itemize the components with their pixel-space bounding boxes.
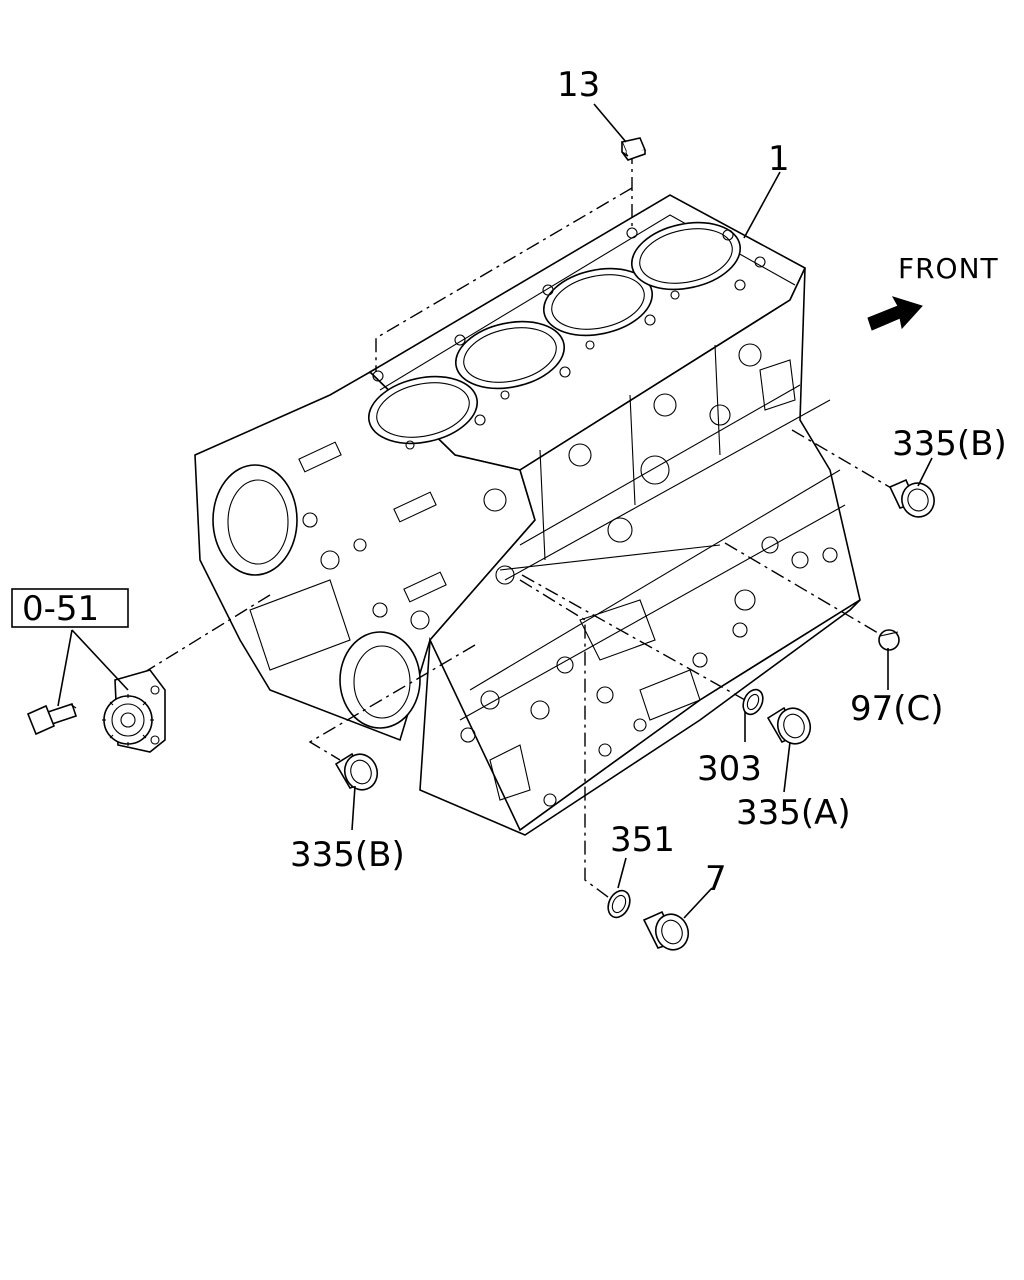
label-0-51: 0-51 xyxy=(22,589,99,629)
part-13-pin xyxy=(620,137,647,161)
part-335b-left-plug xyxy=(334,752,379,791)
cylinder-bores xyxy=(367,221,742,445)
label-335a: 335(A) xyxy=(736,793,851,833)
label-335b-left: 335(B) xyxy=(290,835,405,875)
part-335b-right-plug xyxy=(888,478,935,518)
label-335b-right: 335(B) xyxy=(892,424,1007,464)
label-351: 351 xyxy=(610,820,675,860)
label-7: 7 xyxy=(705,859,727,899)
alignment-lines xyxy=(139,150,899,901)
part-335a-plug xyxy=(766,706,812,745)
part-7-plug xyxy=(642,910,690,951)
leader-lines xyxy=(57,103,933,919)
label-front: FRONT xyxy=(898,252,999,285)
label-1: 1 xyxy=(768,139,790,179)
part-0-51-oil-pump xyxy=(102,669,166,753)
label-303: 303 xyxy=(697,749,762,789)
ref-box-frame xyxy=(11,588,129,628)
part-351-washer xyxy=(607,889,631,919)
part-303-washer xyxy=(742,688,764,716)
front-arrow-icon xyxy=(867,296,923,331)
part-97c-plug xyxy=(878,629,900,651)
label-97c: 97(C) xyxy=(850,689,944,729)
part-0-51-bolt xyxy=(26,702,78,736)
cylinder-block xyxy=(194,194,861,836)
label-13: 13 xyxy=(557,65,600,105)
